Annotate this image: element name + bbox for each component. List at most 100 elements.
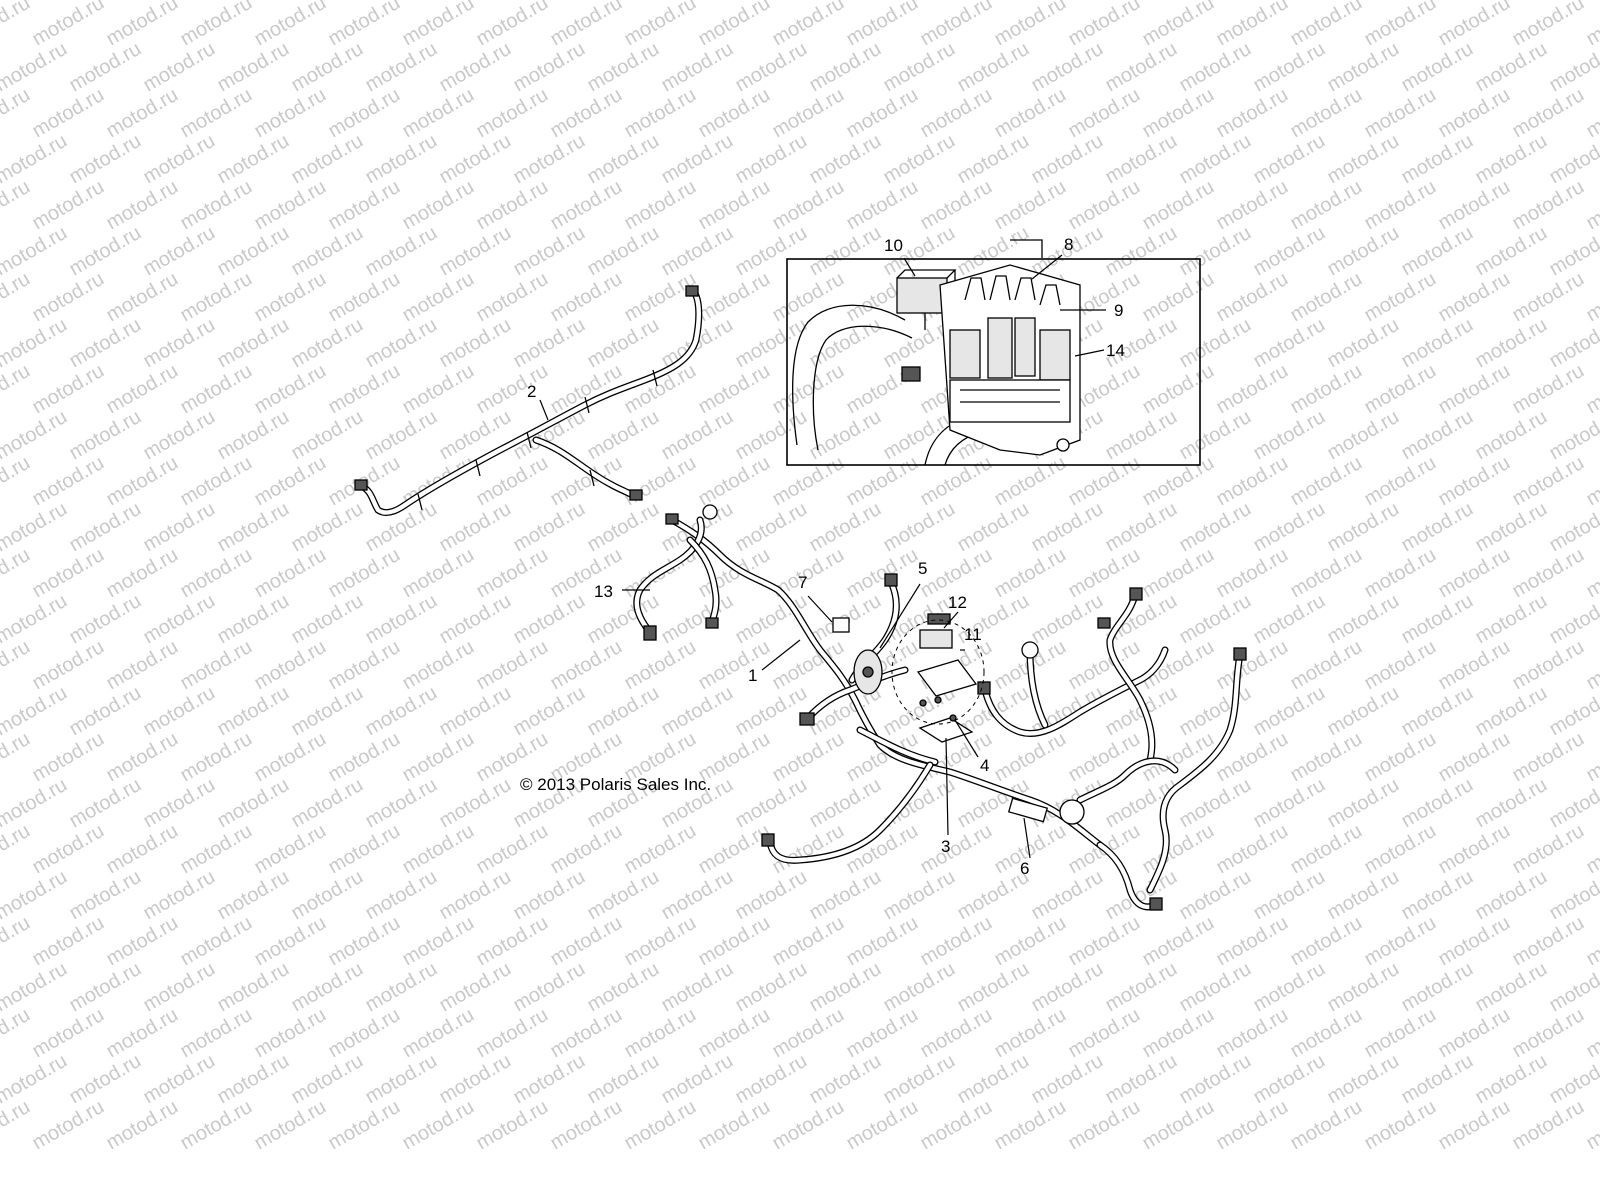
watermark-text: motod.ru bbox=[1324, 774, 1403, 833]
watermark-text: motod.ru bbox=[1028, 590, 1107, 649]
watermark-text: motod.ru bbox=[1583, 1096, 1600, 1155]
watermark-text: motod.ru bbox=[695, 912, 774, 971]
watermark-text: motod.ru bbox=[473, 0, 552, 50]
watermark-text: motod.ru bbox=[436, 1050, 515, 1109]
watermark-text: motod.ru bbox=[1213, 0, 1292, 50]
watermark-text: motod.ru bbox=[658, 590, 737, 649]
watermark-text: motod.ru bbox=[954, 38, 1033, 97]
watermark-text: motod.ru bbox=[1398, 314, 1477, 373]
watermark-text: motod.ru bbox=[1324, 406, 1403, 465]
watermark-text: motod.ru bbox=[1287, 84, 1366, 143]
watermark-text: motod.ru bbox=[1250, 866, 1329, 925]
watermark-text: motod.ru bbox=[1139, 636, 1218, 695]
watermark-text: motod.ru bbox=[732, 222, 811, 281]
watermark-text: motod.ru bbox=[399, 636, 478, 695]
watermark-text: motod.ru bbox=[584, 498, 663, 557]
watermark-text: motod.ru bbox=[325, 912, 404, 971]
watermark-text: motod.ru bbox=[1472, 1050, 1551, 1109]
watermark-text: motod.ru bbox=[140, 498, 219, 557]
watermark-text: motod.ru bbox=[1435, 0, 1514, 50]
callout-labels: 1 2 3 4 5 6 7 8 9 10 11 12 13 14 bbox=[527, 235, 1125, 878]
watermark-text: motod.ru bbox=[991, 1004, 1070, 1063]
watermark-text: motod.ru bbox=[177, 268, 256, 327]
callout-13: 13 bbox=[594, 582, 613, 601]
watermark-text: motod.ru bbox=[658, 222, 737, 281]
watermark-text: motod.ru bbox=[1028, 130, 1107, 189]
watermark-text: motod.ru bbox=[1472, 406, 1551, 465]
watermark-text: motod.ru bbox=[843, 84, 922, 143]
watermark-text: motod.ru bbox=[1213, 912, 1292, 971]
watermark-text: motod.ru bbox=[1435, 1096, 1514, 1155]
watermark-text: motod.ru bbox=[140, 130, 219, 189]
watermark-text: motod.ru bbox=[473, 1004, 552, 1063]
watermark-text: motod.ru bbox=[1509, 912, 1588, 971]
watermark-text: motod.ru bbox=[1139, 1096, 1218, 1155]
watermark-text: motod.ru bbox=[1509, 84, 1588, 143]
watermark-text: motod.ru bbox=[1139, 176, 1218, 235]
watermark-text: motod.ru bbox=[399, 176, 478, 235]
watermark-text: motod.ru bbox=[1250, 958, 1329, 1017]
watermark-text: motod.ru bbox=[1065, 1096, 1144, 1155]
watermark-text: motod.ru bbox=[140, 866, 219, 925]
watermark-text: motod.ru bbox=[0, 1050, 71, 1109]
watermark-text: motod.ru bbox=[732, 682, 811, 741]
watermark-text: motod.ru bbox=[1213, 820, 1292, 879]
watermark-text: motod.ru bbox=[177, 1004, 256, 1063]
watermark-text: motod.ru bbox=[1509, 1096, 1588, 1155]
watermark-text: motod.ru bbox=[621, 912, 700, 971]
watermark-text: motod.ru bbox=[1139, 544, 1218, 603]
watermark-text: motod.ru bbox=[288, 222, 367, 281]
watermark-text: motod.ru bbox=[584, 958, 663, 1017]
watermark-text: motod.ru bbox=[362, 774, 441, 833]
watermark-text: motod.ru bbox=[1435, 84, 1514, 143]
watermark-text: motod.ru bbox=[325, 636, 404, 695]
watermark-text: motod.ru bbox=[584, 314, 663, 373]
main-harness-1 bbox=[633, 504, 1247, 911]
watermark-text: motod.ru bbox=[0, 130, 71, 189]
watermark-text: motod.ru bbox=[1361, 176, 1440, 235]
watermark-text: motod.ru bbox=[1361, 268, 1440, 327]
watermark-text: motod.ru bbox=[1065, 728, 1144, 787]
watermark-text: motod.ru bbox=[399, 0, 478, 50]
watermark-text: motod.ru bbox=[325, 268, 404, 327]
watermark-text: motod.ru bbox=[510, 958, 589, 1017]
watermark-text: motod.ru bbox=[806, 1050, 885, 1109]
watermark-text: motod.ru bbox=[214, 314, 293, 373]
watermark-text: motod.ru bbox=[658, 958, 737, 1017]
watermark-text: motod.ru bbox=[1250, 314, 1329, 373]
watermark-text: motod.ru bbox=[1398, 774, 1477, 833]
watermark-text: motod.ru bbox=[473, 1096, 552, 1155]
watermark-text: motod.ru bbox=[1176, 222, 1255, 281]
watermark-text: motod.ru bbox=[1213, 1096, 1292, 1155]
watermark-text: motod.ru bbox=[1472, 682, 1551, 741]
watermark-text: motod.ru bbox=[362, 958, 441, 1017]
watermark-text: motod.ru bbox=[1065, 0, 1144, 50]
watermark-text: motod.ru bbox=[1435, 1004, 1514, 1063]
watermark-text: motod.ru bbox=[1509, 268, 1588, 327]
watermark-text: motod.ru bbox=[288, 406, 367, 465]
watermark-text: motod.ru bbox=[103, 176, 182, 235]
watermark-text: motod.ru bbox=[1398, 1050, 1477, 1109]
callout-7: 7 bbox=[798, 573, 807, 592]
watermark-text: motod.ru bbox=[66, 130, 145, 189]
watermark-text: motod.ru bbox=[1065, 1004, 1144, 1063]
watermark-text: motod.ru bbox=[66, 38, 145, 97]
watermark-text: motod.ru bbox=[695, 452, 774, 511]
watermark-text: motod.ru bbox=[1472, 590, 1551, 649]
watermark-text: motod.ru bbox=[1435, 912, 1514, 971]
watermark-text: motod.ru bbox=[510, 1050, 589, 1109]
watermark-text: motod.ru bbox=[1435, 636, 1514, 695]
watermark-text: motod.ru bbox=[1028, 958, 1107, 1017]
watermark-text: motod.ru bbox=[991, 0, 1070, 50]
watermark-text: motod.ru bbox=[140, 38, 219, 97]
watermark-text: motod.ru bbox=[1065, 84, 1144, 143]
watermark-text: motod.ru bbox=[547, 0, 626, 50]
watermark-text: motod.ru bbox=[251, 912, 330, 971]
watermark-text: motod.ru bbox=[436, 958, 515, 1017]
watermark-text: motod.ru bbox=[510, 866, 589, 925]
watermark-text: motod.ru bbox=[769, 912, 848, 971]
watermark-text: motod.ru bbox=[251, 636, 330, 695]
watermark-text: motod.ru bbox=[991, 452, 1070, 511]
watermark-text: motod.ru bbox=[1176, 958, 1255, 1017]
